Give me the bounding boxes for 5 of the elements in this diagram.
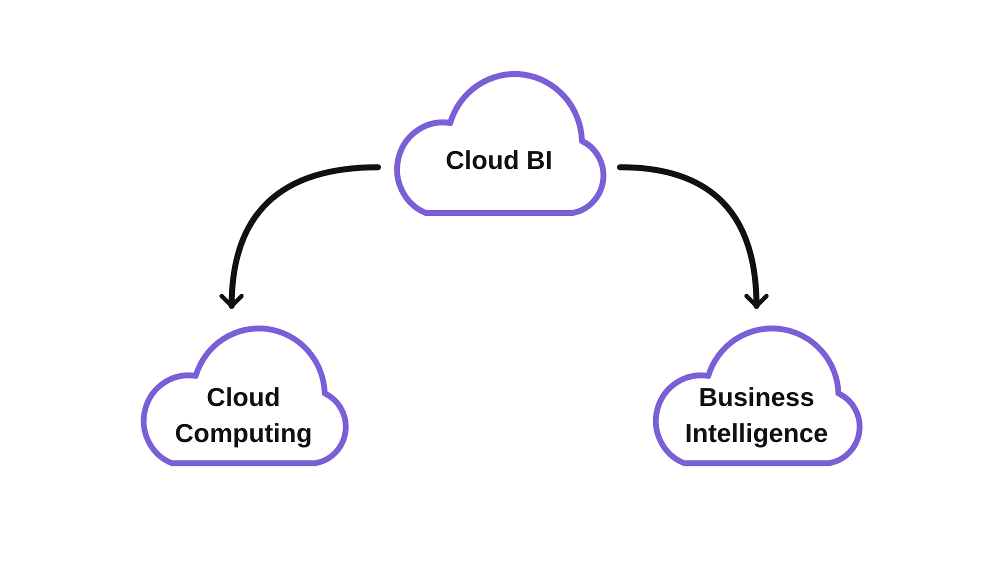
curved-arrow (617, 164, 768, 309)
curved-arrow (220, 164, 381, 309)
cloud-label: Business Intelligence (684, 381, 830, 450)
cloud-label: Cloud Computing (174, 381, 314, 450)
cloud-label: Cloud BI (444, 144, 554, 176)
